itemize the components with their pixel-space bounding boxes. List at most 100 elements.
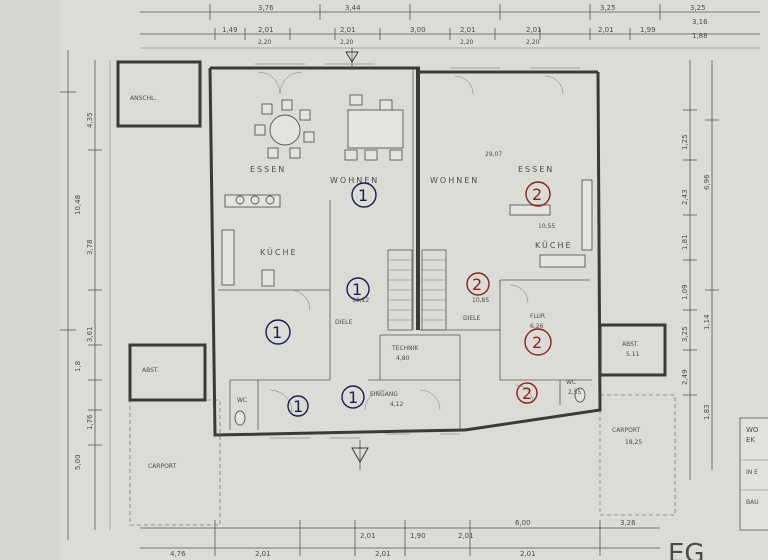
door-swings (257, 71, 564, 413)
building-walls (208, 66, 602, 437)
room-flur-2-area: 6,26 (530, 323, 544, 330)
unit2-mark-bath: 2 (522, 384, 532, 403)
dim-top-1: 3,76 (258, 4, 274, 12)
dim-top2-2: 2,01 (258, 26, 274, 34)
room-wohnen-2: WOHNEN (430, 176, 479, 185)
dimension-lines-right (683, 60, 719, 480)
room-wc-1: WC (237, 397, 247, 404)
dim-left-4: 3,61 (86, 326, 94, 342)
dim-top2-1: 1,49 (222, 26, 238, 34)
dim-bottom2-3: 2,01 (375, 550, 391, 558)
dim-left-5: 1,8 (74, 361, 82, 372)
room-kueche-1: KÜCHE (260, 247, 298, 257)
dim-top2b-1: 2,20 (258, 39, 272, 46)
dim-top2b-4: 2,20 (526, 39, 540, 46)
abst-left-walls (128, 343, 207, 402)
dim-right-3: 2,43 (681, 189, 689, 205)
dim-top2-6: 2,01 (526, 26, 542, 34)
dim-left-3: 3,78 (86, 239, 94, 255)
room-wohnen-1: WOHNEN (330, 176, 379, 185)
dim-left-2: 4,35 (86, 112, 94, 128)
dim-right-7: 2,49 (681, 369, 689, 385)
room-flur-2: FLUR (530, 313, 545, 320)
dim-top-3: 3,25 (600, 4, 616, 12)
dim-left-7: 5,00 (74, 454, 82, 470)
unit-1-marks (265, 182, 377, 417)
room-eingang: EINGANG (370, 391, 398, 398)
dim-top2-8: 1,99 (640, 26, 656, 34)
room-wc-2-area: 2,55 (568, 389, 582, 396)
floor-mark-eg: EG (668, 539, 705, 560)
title-line-4: BAU (746, 499, 759, 506)
unit2-mark-essen: 2 (532, 185, 542, 204)
paper-shadow-left (0, 0, 60, 560)
room-technik-area: 4,80 (396, 355, 410, 362)
dim-top-4: 3,25 (690, 4, 706, 12)
room-abst-left: ABST. (142, 367, 159, 374)
dim-bottom-4: 1,90 (410, 532, 426, 540)
room-technik: TECHNIK (391, 345, 419, 352)
room-carport-left: CARPORT (148, 463, 177, 470)
room-essen-2: ESSEN (518, 165, 554, 174)
dimension-lines-top (140, 4, 760, 49)
dim-right-4: 1,81 (681, 234, 689, 250)
dim-top2-3: 2,01 (340, 26, 356, 34)
unit2-mark-flur: 2 (532, 333, 542, 352)
room-kueche-2: KÜCHE (535, 240, 573, 250)
room-diele-2-area: 10,85 (472, 297, 489, 304)
title-line-3: IN E (746, 469, 758, 476)
dim-bottom2-1: 4,76 (170, 550, 186, 558)
room-diele-1: DIELE (335, 319, 353, 326)
dim-top-right-2: 1,88 (692, 32, 708, 40)
room-diele-2: DIELE (463, 315, 481, 322)
dim-top2b-3: 2,20 (460, 39, 474, 46)
unit2-mark-diele: 2 (472, 275, 482, 294)
dim-top-right-1: 3,16 (692, 18, 708, 26)
room-anschl: ANSCHL. (130, 95, 156, 102)
unit-2-marks (466, 181, 552, 404)
dim-right-1: 6,96 (703, 174, 711, 190)
stair-treads (388, 259, 446, 321)
unit1-mark-bath: 1 (293, 397, 303, 416)
dim-bottom-1: 6,00 (515, 519, 531, 527)
dim-right-8: 1,14 (703, 314, 711, 330)
room-carport-right: CARPORT (612, 427, 641, 434)
room-carport-right-area: 18,25 (625, 439, 642, 446)
dim-bottom-5: 2,01 (458, 532, 474, 540)
title-line-2: EK (746, 436, 755, 444)
entrance-arrows (345, 48, 369, 470)
dim-left-1: 10,48 (74, 195, 82, 215)
dim-right-6: 3,25 (681, 326, 689, 342)
title-block (739, 417, 768, 531)
title-line-1: WO (746, 426, 759, 434)
dim-bottom-3: 2,01 (360, 532, 376, 540)
room-essen-1: ESSEN (250, 165, 286, 174)
dimension-lines-left (60, 50, 111, 540)
anschl-room-walls (116, 60, 202, 128)
unit1-mark-diele: 1 (352, 280, 362, 299)
kitchen-unit2 (509, 179, 593, 268)
dim-top2-7: 2,01 (598, 26, 614, 34)
dim-top2-4: 3,00 (410, 26, 426, 34)
dim-bottom-2: 3,26 (620, 519, 636, 527)
dim-right-9: 1,83 (703, 404, 711, 420)
dim-top2-5: 2,01 (460, 26, 476, 34)
room-abst-right: ABST. (622, 341, 639, 348)
room-wc-2: WC (566, 379, 576, 386)
dimension-lines-bottom (140, 520, 660, 556)
room-eingang-area: 4,12 (390, 401, 404, 408)
carport-right-outline (599, 394, 676, 516)
room-kueche-2-area: 10,55 (538, 223, 555, 230)
windows (255, 63, 580, 439)
dining-table-unit1 (254, 99, 315, 159)
dim-top-2: 3,44 (345, 4, 361, 12)
unit1-mark-room: 1 (272, 323, 282, 342)
dim-top2b-2: 2,20 (340, 39, 354, 46)
dim-bottom2-4: 2,01 (520, 550, 536, 558)
unit1-mark-entry: 1 (348, 388, 358, 407)
kitchen-unit1 (221, 194, 281, 287)
sofa-set-unit1 (344, 94, 404, 161)
